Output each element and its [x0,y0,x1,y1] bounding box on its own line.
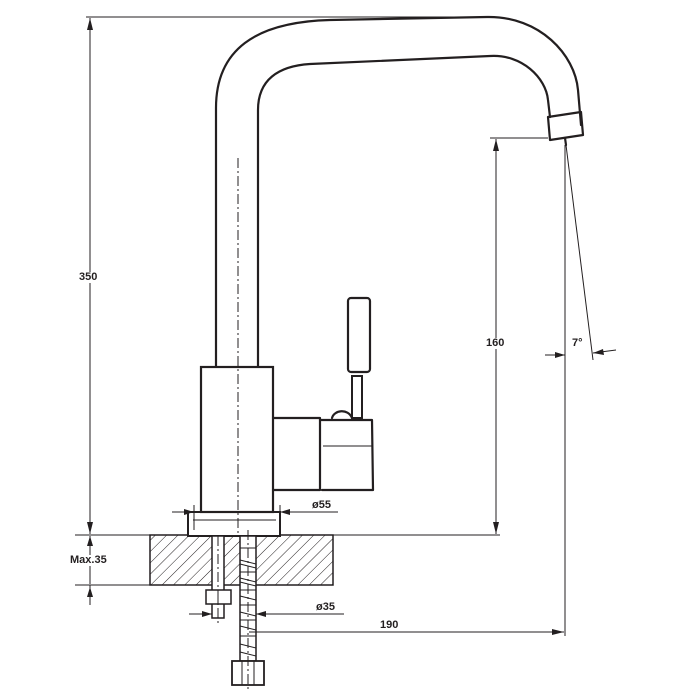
mounting-hardware [205,530,265,690]
dimension-angle [545,144,617,361]
label-spout-clearance: 160 [486,337,505,349]
label-total-height: 350 [79,271,98,283]
label-base-diameter: ø55 [312,499,331,511]
dimension-160 [333,137,548,536]
dimension-190 [249,145,566,636]
dimension-350 [86,16,487,536]
dimension-base-diameter [172,505,338,530]
label-spout-reach: 190 [380,619,399,631]
dimension-max-thickness [75,534,150,605]
label-spout-angle: 7° [572,337,583,349]
dimension-shank-diameter [189,611,344,617]
label-max-thickness: Max.35 [70,554,107,566]
label-shank-diameter: ø35 [316,601,335,613]
faucet-body [199,15,585,535]
